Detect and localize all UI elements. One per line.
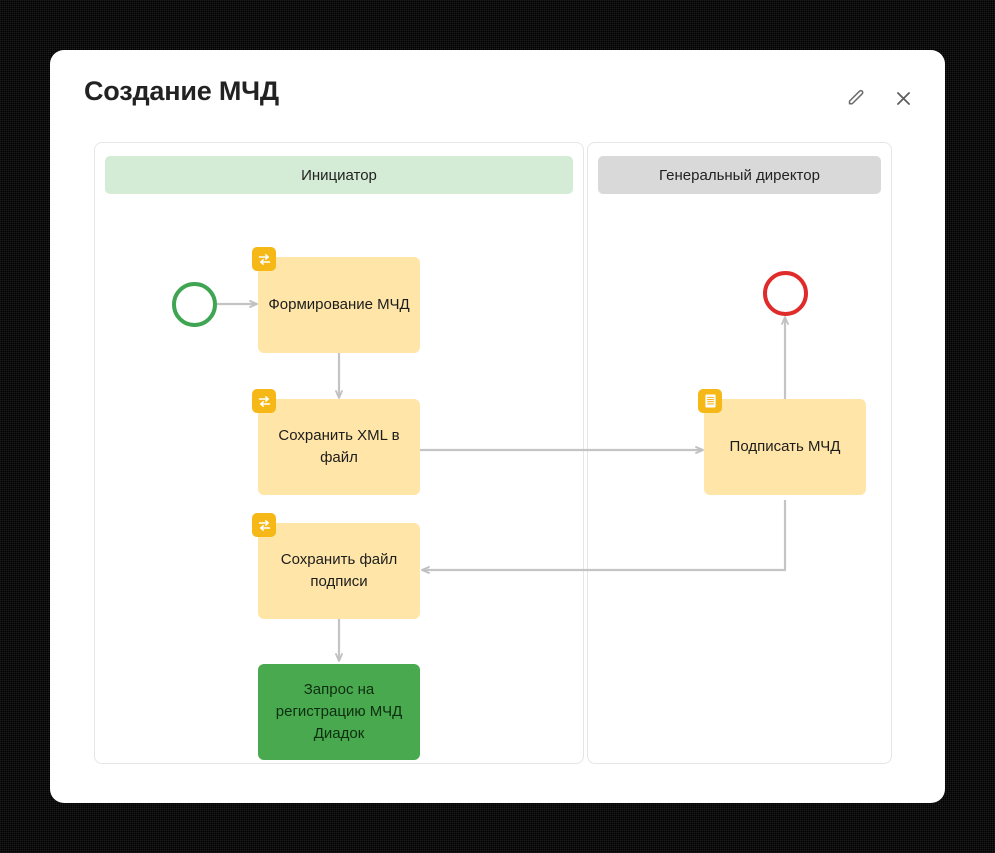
task-node-save-xml[interactable]: Сохранить XML в файл xyxy=(252,389,420,495)
close-icon[interactable] xyxy=(891,86,915,110)
exchange-icon xyxy=(252,513,276,537)
task-label: Формирование МЧД xyxy=(268,296,410,313)
lane-header-initiator: Инициатор xyxy=(105,156,573,194)
document-icon xyxy=(698,389,722,413)
task-label: Подписать МЧД xyxy=(729,438,841,455)
task-label: Запрос на регистрацию МЧД Диадок xyxy=(275,681,403,742)
modal-header: Создание МЧД xyxy=(50,50,945,142)
exchange-icon xyxy=(252,247,276,271)
page-title: Создание МЧД xyxy=(84,76,279,106)
task-node-register[interactable]: Запрос на регистрацию МЧД Диадок xyxy=(258,664,420,760)
exchange-icon xyxy=(252,389,276,413)
task-label: Сохранить XML в файл xyxy=(278,427,400,466)
end-event[interactable] xyxy=(763,271,808,316)
header-actions xyxy=(843,86,915,110)
modal-card: Создание МЧД Инициатор Генеральный дирек… xyxy=(50,50,945,803)
task-label: Сохранить файл подписи xyxy=(280,551,398,590)
task-node-form[interactable]: Формирование МЧД xyxy=(252,247,420,353)
task-node-sign[interactable]: Подписать МЧД xyxy=(698,389,866,495)
bpmn-diagram: Инициатор Генеральный директор xyxy=(94,142,902,772)
edit-icon[interactable] xyxy=(843,86,867,110)
start-event[interactable] xyxy=(172,282,217,327)
lane-header-director: Генеральный директор xyxy=(598,156,881,194)
task-node-save-signature[interactable]: Сохранить файл подписи xyxy=(252,513,420,619)
